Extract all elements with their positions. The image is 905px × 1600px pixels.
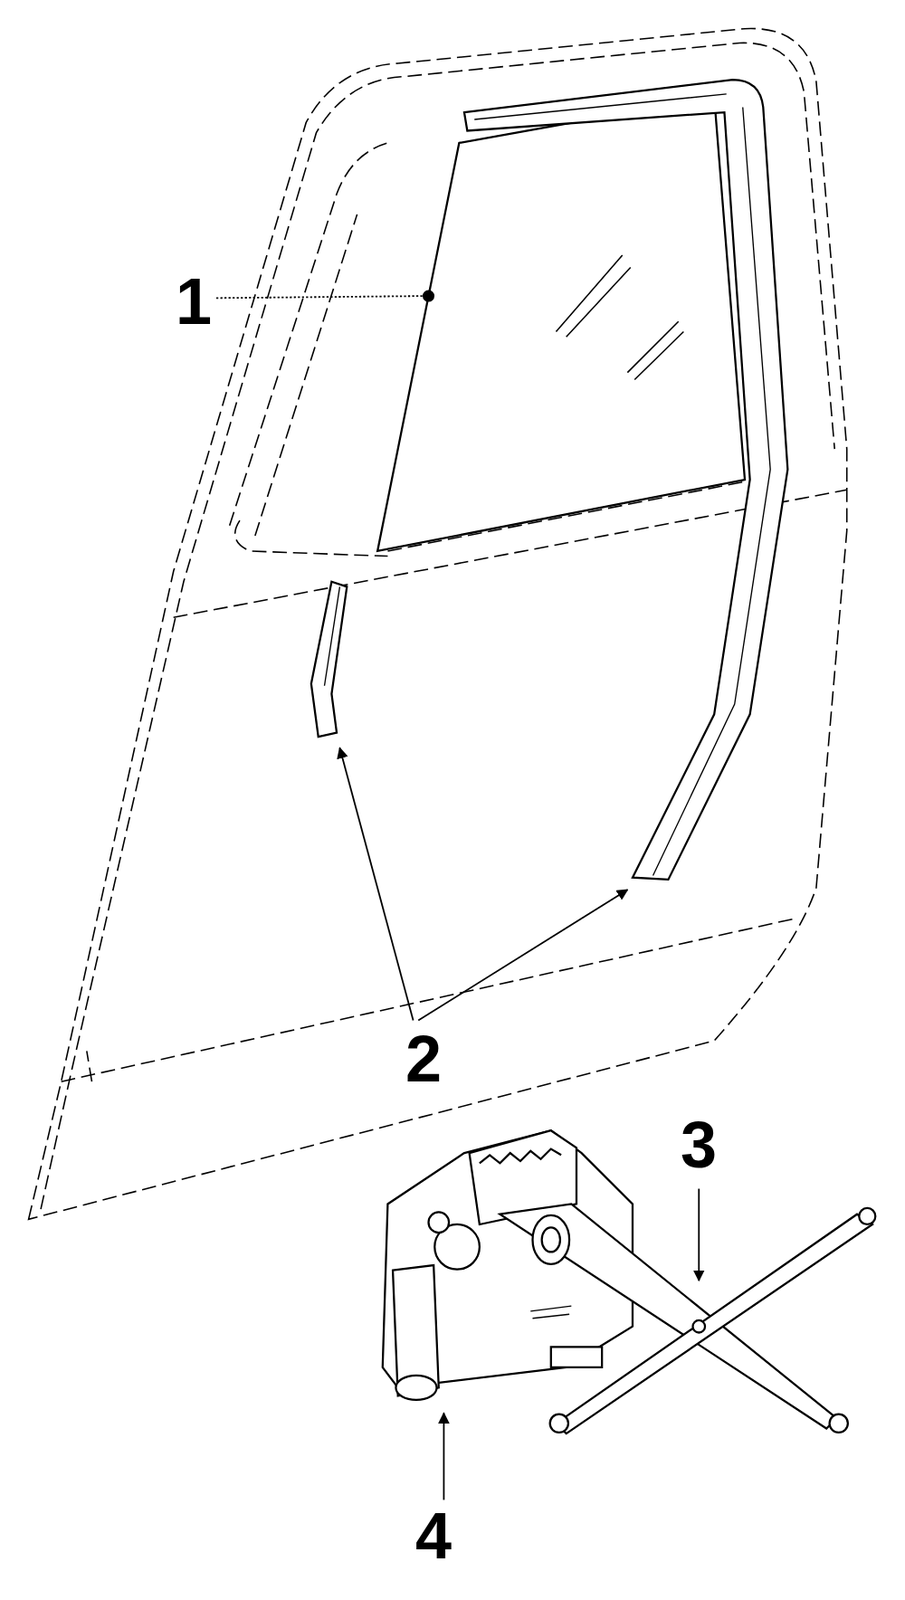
callout-number: 3: [680, 1112, 717, 1178]
callout-number: 2: [405, 1026, 442, 1092]
leader-lines: [216, 290, 699, 1500]
door-shell: [28, 28, 848, 1220]
window-regulator: [382, 1130, 877, 1434]
glass-run-channel: [311, 79, 788, 880]
door-glass: [377, 96, 745, 552]
callout-number: 4: [415, 1503, 452, 1569]
callout-number: 1: [175, 268, 212, 334]
